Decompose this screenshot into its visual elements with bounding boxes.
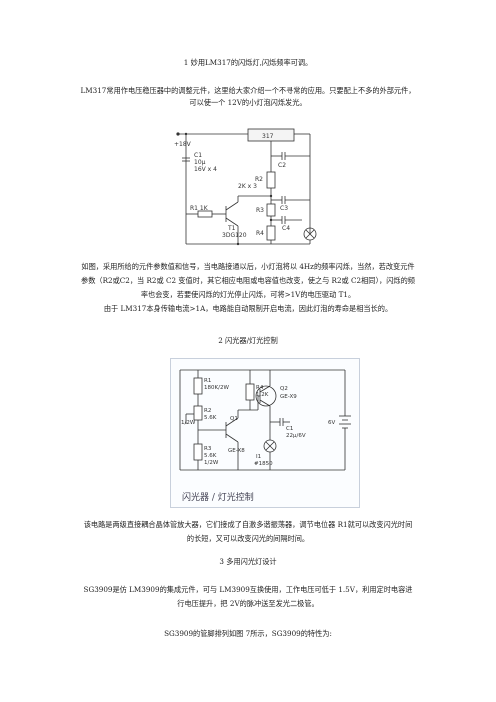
figure-caption: 闪光器 / 灯光控制 xyxy=(182,491,254,503)
q1-label: Q1 xyxy=(230,416,238,422)
q2-part: GE-X9 xyxy=(280,394,297,400)
section-1-intro-line-1: LM317常用作电压稳压器中的调整元件，这里给大家介绍一个不寻常的应用。只要配上… xyxy=(80,86,416,95)
section-1-desc-line-2: 参数（R2或C2，当 R2或 C2 变值时，其它相应电阻或电容值也改变，使之与 … xyxy=(81,276,415,285)
section-3-desc-line-2: 行电压提升，把 2V的脉冲送至发光二极管。 xyxy=(177,599,319,608)
r3-label: R3 xyxy=(256,207,264,214)
c1-rating: 16V x 4 xyxy=(194,166,217,173)
t1-part: 3DG120 xyxy=(222,232,247,239)
r2-label: R2 xyxy=(204,408,211,414)
section-1-intro-line-2: 可以使一个 12V的小灯泡闪烁发光。 xyxy=(189,98,307,107)
section-2-desc-line-2: 的长短，又可以改变闪光的间隔时间。 xyxy=(186,534,310,543)
c3-label: C3 xyxy=(280,205,288,212)
r2-value: 5.6K xyxy=(204,415,217,421)
r3-value: 5.6K xyxy=(204,453,217,459)
r2-label: R2 xyxy=(255,176,263,183)
section-1-desc-line-3: 率也会变，若要使闪烁的灯光停止闪烁，可将>1V的电压驱动 T1。 xyxy=(140,290,356,299)
r1-label: R1 1K xyxy=(190,205,209,212)
r1-value: 180K/2W xyxy=(204,385,229,391)
r2-value: 2K x 3 xyxy=(238,183,257,190)
section-3-title: 3 多用闪光灯设计 xyxy=(219,557,277,566)
section-1-desc-line-4: 由于 LM317本身传输电流>1A，电路能自动限制开启电流，因此灯泡的寿命是相当… xyxy=(103,304,393,313)
pot-rating: 1/2W xyxy=(181,420,196,426)
flasher-light-control-circuit-diagram: R1 180K/2W R4 1.2K R2 5.6K 1/2W Q1 GE-X8… xyxy=(170,358,360,508)
battery-voltage: 6V xyxy=(328,420,335,426)
c1-label: C1 xyxy=(286,426,293,432)
c2-label: C2 xyxy=(278,162,286,169)
section-2-title: 2 闪光器/灯光控制 xyxy=(218,336,278,345)
t1-label: T1 xyxy=(227,225,236,232)
r3-label: R3 xyxy=(204,446,212,452)
c4-label: C4 xyxy=(282,225,290,232)
c1-label: C1 xyxy=(194,152,202,159)
r1-label: R1 xyxy=(204,378,211,384)
c1-value: 22μ/6V xyxy=(286,433,306,439)
section-3-desc-line-3: SG3909的管脚排列如图 7所示，SG3909的特性为: xyxy=(164,629,332,638)
supply-label: +18V xyxy=(174,141,192,148)
section-1-desc-line-1: 如图，采用所给的元件参数值和信号，当电路接通以后，小灯泡将以 4Hz的频率闪烁，… xyxy=(81,262,415,271)
lm317-flasher-circuit-diagram: 317 +18V C1 10μ 16V x 4 C2 R2 2K x 3 C3 … xyxy=(174,128,317,246)
q2-label: Q2 xyxy=(280,386,288,392)
c1-value: 10μ xyxy=(194,159,206,166)
r4-label: R4 xyxy=(256,385,264,391)
r4-label: R4 xyxy=(256,230,264,237)
section-3-desc-line-1: SG3909是仿 LM3909的集成元件，可与 LM3909互换使用，工作电压可… xyxy=(83,585,413,594)
ic-label: 317 xyxy=(262,133,274,140)
i1-label: I1 xyxy=(256,454,261,460)
i1-part: #1850 xyxy=(254,461,273,467)
section-2-desc-line-1: 该电路是两级直接耦合晶体管放大器，它们接成了自激多谐振荡器，调节电位器 R1就可… xyxy=(83,520,413,529)
r4-value: 1.2K xyxy=(256,392,269,398)
r3-rating: 1/2W xyxy=(204,460,219,466)
q1-part: GE-X8 xyxy=(228,448,245,454)
section-1-title: 1 妙用LM317的闪烁灯,闪烁频率可调。 xyxy=(183,58,313,67)
